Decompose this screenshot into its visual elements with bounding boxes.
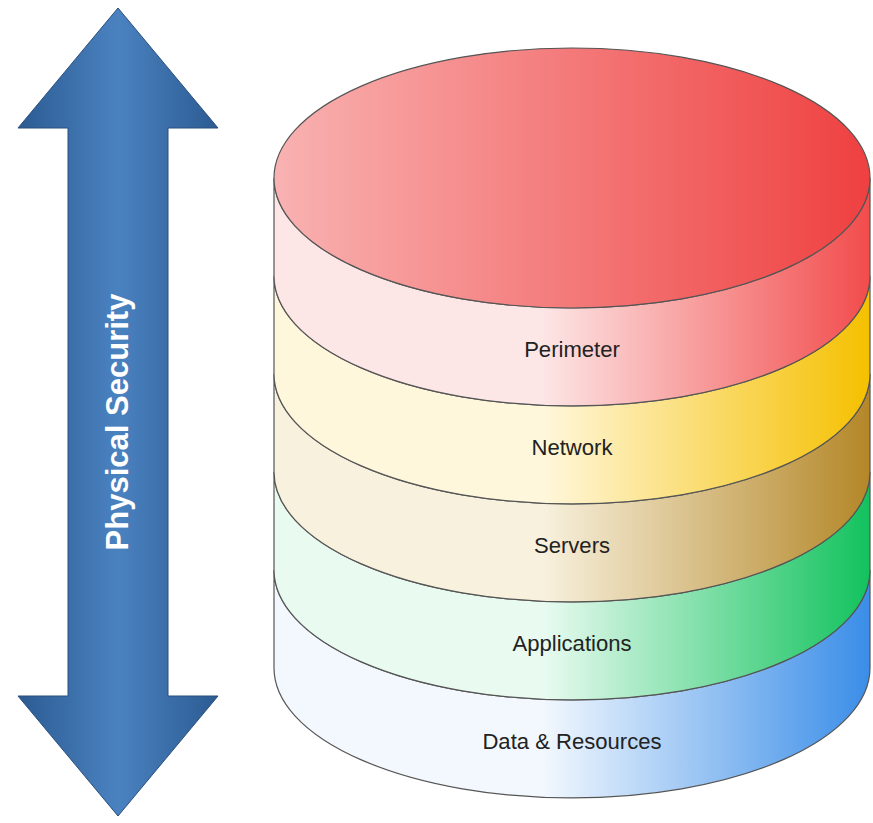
double-arrow xyxy=(18,8,218,816)
layer-band: Perimeter xyxy=(270,44,873,410)
arrow-band: Physical Security xyxy=(16,6,220,818)
layer-label: Network xyxy=(270,435,873,461)
layer-top xyxy=(274,48,870,308)
layer-side xyxy=(274,570,870,798)
layer-label: Servers xyxy=(270,533,873,559)
layer-label: Applications xyxy=(270,631,873,657)
axis-label: Physical Security xyxy=(100,294,136,551)
layer-label: Data & Resources xyxy=(270,729,873,755)
layer-label: Perimeter xyxy=(270,337,873,363)
